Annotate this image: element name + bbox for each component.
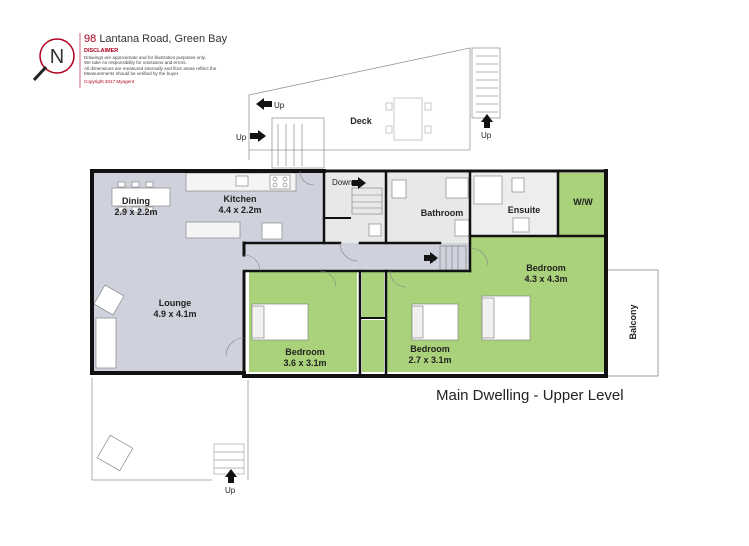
deck-name: Deck: [350, 116, 373, 126]
fridge-icon: [261, 222, 283, 240]
balcony-name: Balcony: [628, 304, 638, 339]
stair-label-up: Up: [274, 101, 285, 110]
stair-label-up: Up: [225, 486, 236, 495]
furniture: [93, 172, 531, 472]
stair-label-down: Down: [332, 178, 352, 187]
dining-name: Dining: [122, 196, 150, 206]
arrow-up-icon: [481, 114, 493, 128]
vanity-icon: [512, 217, 530, 233]
shower-icon: [445, 177, 469, 199]
dining-table-icon: [111, 187, 171, 207]
bedroom1-name: Bedroom: [285, 347, 325, 357]
disclaimer-title: DISCLAIMER: [84, 48, 119, 54]
walls: [90, 169, 608, 378]
level-title: Main Dwelling - Upper Level: [436, 387, 624, 404]
bedroom3-name: Bedroom: [526, 263, 566, 273]
dining-size: 2.9 x 2.2m: [114, 207, 157, 217]
vanity-icon: [454, 219, 470, 237]
disclaimer-line: We take no responsibility for omissions …: [84, 60, 187, 66]
bathroom-name: Bathroom: [421, 208, 464, 218]
stair-label-up: Up: [426, 254, 437, 263]
kitchen-island-icon: [185, 221, 241, 239]
arrow-right-icon: [352, 177, 366, 189]
lower-outline: [91, 378, 249, 481]
copyright: Copyright 2017 Myagent: [84, 78, 135, 84]
disclaimer-notes: Drawings are approximate and for illustr…: [84, 55, 314, 77]
room-labels: Dining 2.9 x 2.2m Kitchen 4.4 x 2.2m Lou…: [114, 116, 638, 368]
closet-floor: [362, 272, 384, 317]
compass-letter: N: [50, 46, 64, 68]
doors: [225, 170, 489, 357]
bedroom1-size: 3.6 x 3.1m: [283, 358, 326, 368]
arrow-right-icon: [250, 130, 266, 142]
header: 98 Lantana Road, Green Bay DISCLAIMER Dr…: [84, 33, 314, 84]
bedroom2-size: 2.7 x 3.1m: [408, 355, 451, 365]
stair-label-up: Up: [236, 133, 247, 142]
arrow-right-icon: [424, 252, 438, 264]
ww-floor: [558, 173, 606, 236]
lounge-name: Lounge: [159, 298, 192, 308]
address: 98 Lantana Road, Green Bay: [84, 33, 314, 45]
kitchen-size: 4.4 x 2.2m: [218, 205, 261, 215]
stair-labels: Up Up Up Down Up Up: [225, 101, 492, 495]
armchair-icon: [93, 284, 125, 316]
toilet-icon: [511, 177, 525, 193]
deck-outline: [248, 47, 501, 169]
arrow-left-icon: [256, 98, 272, 110]
compass-icon: N: [32, 38, 75, 82]
ww-name: W/W: [573, 197, 593, 207]
disclaimer-line: All dimensions are measured internally a…: [84, 65, 217, 71]
sofa-icon: [95, 317, 117, 369]
address-number: 98: [84, 33, 97, 45]
closet-floor: [362, 320, 384, 372]
arrows: [225, 98, 493, 483]
lounge-size: 4.9 x 4.1m: [153, 309, 196, 319]
washer-icon: [368, 223, 382, 237]
address-street: Lantana Road, Green Bay: [99, 33, 228, 45]
bedroom3-size: 4.3 x 4.3m: [524, 274, 567, 284]
toilet-icon: [391, 179, 407, 199]
balcony-outline: [605, 269, 659, 377]
disclaimer-line: Measurements should be verified by the b…: [84, 71, 179, 77]
ensuite-name: Ensuite: [508, 205, 541, 215]
sink-icon: [235, 175, 249, 187]
cooktop-icon: [269, 174, 291, 190]
arrow-up-icon: [225, 469, 237, 483]
outdoor-chair-icon: [96, 434, 134, 472]
shower-icon: [473, 175, 503, 205]
disclaimer-line: Drawings are approximate and for illustr…: [84, 55, 206, 60]
bedroom2-name: Bedroom: [410, 344, 450, 354]
stair-label-up: Up: [481, 131, 492, 140]
kitchen-name: Kitchen: [223, 194, 256, 204]
